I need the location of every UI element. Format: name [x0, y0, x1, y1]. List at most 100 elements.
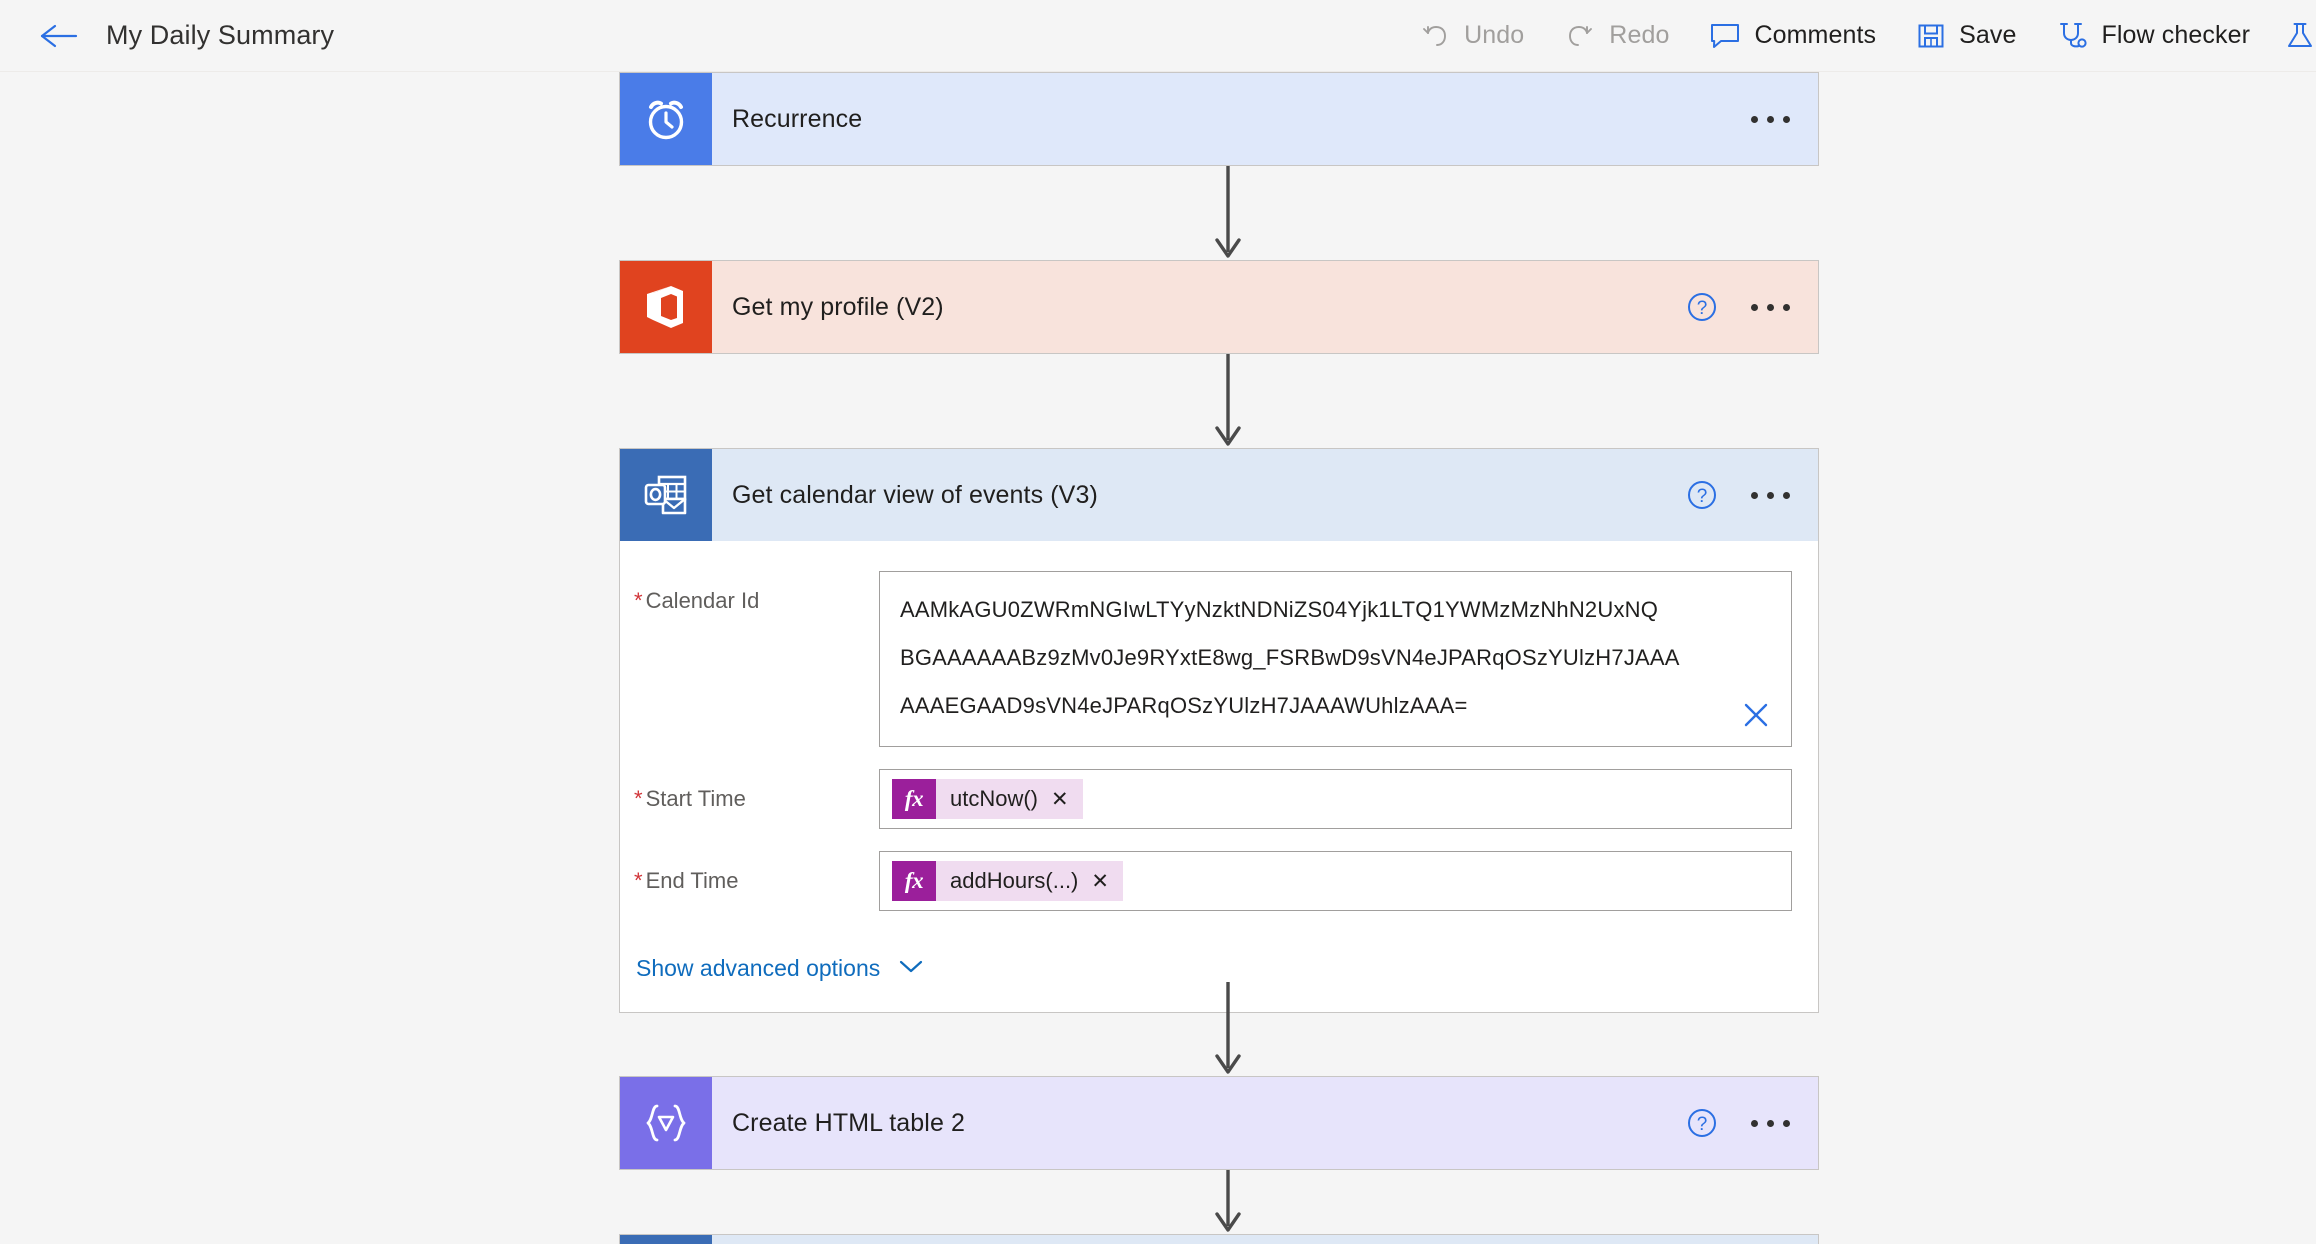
menu-dot — [1782, 115, 1790, 123]
connector-icon — [620, 1235, 712, 1244]
step-header-body: Recurrence — [712, 73, 1818, 165]
field-end-time: * End Time fx addHours(...) ✕ — [620, 851, 1818, 911]
calendar-id-line: AAAEGAAD9sVN4eJPARqOSzYUlzH7JAAAWUhlzAAA… — [900, 693, 1468, 718]
svg-text:?: ? — [1697, 486, 1708, 507]
arrow-left-icon — [38, 21, 78, 51]
step-menu-button[interactable] — [1744, 473, 1796, 517]
step-menu-button[interactable] — [1744, 1101, 1796, 1145]
required-star-icon: * — [634, 786, 643, 811]
expression-text: utcNow() — [950, 786, 1039, 811]
field-label: Start Time — [645, 786, 746, 811]
menu-dot — [1782, 303, 1790, 311]
step-title: Get calendar view of events (V3) — [732, 480, 1098, 509]
calendar-id-line: BGAAAAAABz9zMv0Je9RYxtE8wg_FSRBwD9sVN4eJ… — [900, 645, 1680, 670]
step-title: Recurrence — [732, 104, 863, 133]
connector-arrow — [1212, 166, 1244, 262]
expression-chip[interactable]: fx addHours(...) ✕ — [892, 861, 1123, 901]
flask-icon — [2284, 20, 2316, 52]
test-button[interactable] — [2270, 0, 2316, 71]
show-advanced-options-button[interactable]: Show advanced options — [620, 933, 924, 982]
flow-checker-button[interactable]: Flow checker — [2037, 0, 2270, 71]
step-header[interactable]: Recurrence — [620, 73, 1818, 165]
expression-chip[interactable]: fx utcNow() ✕ — [892, 779, 1083, 819]
calendar-id-input[interactable]: AAMkAGU0ZWRmNGIwLTYyNzktNDNiZS04Yjk1LTQ1… — [879, 571, 1792, 747]
remove-token-icon[interactable]: ✕ — [1051, 787, 1069, 811]
save-button[interactable]: Save — [1896, 0, 2036, 71]
redo-button[interactable]: Redo — [1544, 0, 1689, 71]
comments-button[interactable]: Comments — [1689, 0, 1896, 71]
step-header[interactable]: Get calendar view of events (V3) ? — [620, 449, 1818, 541]
chip-text-wrapper: utcNow() ✕ — [936, 779, 1083, 819]
data-operation-icon — [620, 1077, 712, 1169]
save-floppy-icon — [1916, 21, 1946, 51]
undo-label: Undo — [1464, 21, 1525, 49]
help-icon[interactable]: ? — [1682, 287, 1722, 327]
svg-text:?: ? — [1697, 298, 1708, 319]
undo-button[interactable]: Undo — [1399, 0, 1544, 71]
comments-label: Comments — [1754, 21, 1877, 49]
menu-dot — [1766, 303, 1774, 311]
connector-arrow — [1212, 982, 1244, 1078]
step-header-body: Create HTML table 2 ? — [712, 1077, 1818, 1169]
calendar-id-line: AAMkAGU0ZWRmNGIwLTYyNzktNDNiZS04Yjk1LTQ1… — [900, 597, 1659, 622]
required-star-icon: * — [634, 588, 643, 613]
office365-icon — [620, 261, 712, 353]
step-menu-button[interactable] — [1744, 97, 1796, 141]
step-header[interactable]: Get my profile (V2) ? — [620, 261, 1818, 353]
expression-text: addHours(...) — [950, 868, 1079, 893]
menu-dot — [1750, 303, 1758, 311]
flow-step-get-calendar-view-of-events[interactable]: Get calendar view of events (V3) ? — [619, 448, 1819, 1013]
help-icon[interactable]: ? — [1682, 1103, 1722, 1143]
clear-icon[interactable] — [1739, 698, 1773, 732]
flow-step-recurrence[interactable]: Recurrence — [619, 72, 1819, 166]
menu-dot — [1750, 115, 1758, 123]
field-start-time: * Start Time fx utcNow() ✕ — [620, 769, 1818, 829]
end-time-input[interactable]: fx addHours(...) ✕ — [879, 851, 1792, 911]
step-body: * Calendar Id AAMkAGU0ZWRmNGIwLTYyNzktND… — [620, 541, 1818, 1012]
step-menu-button[interactable] — [1744, 285, 1796, 329]
flow-step-get-my-profile[interactable]: Get my profile (V2) ? — [619, 260, 1819, 354]
step-title: Create HTML table 2 — [732, 1108, 966, 1137]
redo-label: Redo — [1609, 21, 1670, 49]
show-advanced-options-label: Show advanced options — [636, 955, 881, 981]
fx-icon: fx — [892, 779, 936, 819]
flow-step-create-html-table-2[interactable]: Create HTML table 2 ? — [619, 1076, 1819, 1170]
comment-icon — [1709, 22, 1741, 50]
menu-dot — [1750, 491, 1758, 499]
remove-token-icon[interactable]: ✕ — [1091, 869, 1109, 893]
required-star-icon: * — [634, 868, 643, 893]
step-header-body: Get my profile (V2) ? — [712, 261, 1818, 353]
back-button[interactable] — [36, 14, 80, 58]
menu-dot — [1766, 115, 1774, 123]
outlook-calendar-icon — [620, 449, 712, 541]
menu-dot — [1782, 491, 1790, 499]
menu-dot — [1750, 1119, 1758, 1127]
command-bar-actions: Undo Redo Comments — [1399, 0, 2316, 71]
start-time-input[interactable]: fx utcNow() ✕ — [879, 769, 1792, 829]
help-icon[interactable]: ? — [1682, 475, 1722, 515]
flow-step-next-partial[interactable] — [619, 1234, 1819, 1244]
command-bar: My Daily Summary Undo Redo — [0, 0, 2316, 72]
undo-icon — [1419, 20, 1451, 52]
field-label-wrapper: * End Time — [634, 851, 879, 894]
stethoscope-icon — [2057, 20, 2089, 52]
field-calendar-id: * Calendar Id AAMkAGU0ZWRmNGIwLTYyNzktND… — [620, 571, 1818, 747]
step-title: Get my profile (V2) — [732, 292, 944, 321]
fx-icon: fx — [892, 861, 936, 901]
step-header-body: Get calendar view of events (V3) ? — [712, 449, 1818, 541]
chip-text-wrapper: addHours(...) ✕ — [936, 861, 1123, 901]
alarm-clock-icon — [620, 73, 712, 165]
connector-arrow — [1212, 1170, 1244, 1244]
chevron-down-icon — [898, 958, 924, 979]
step-header-body — [712, 1235, 1818, 1244]
page-title: My Daily Summary — [106, 20, 335, 50]
field-label-wrapper: * Start Time — [634, 769, 879, 812]
menu-dot — [1782, 1119, 1790, 1127]
step-header[interactable]: Create HTML table 2 ? — [620, 1077, 1818, 1169]
field-label: Calendar Id — [645, 588, 760, 613]
save-label: Save — [1959, 21, 2017, 49]
svg-text:?: ? — [1697, 1114, 1708, 1135]
step-header[interactable] — [620, 1235, 1818, 1244]
flow-canvas: Recurrence — [0, 72, 2316, 1244]
flow-checker-label: Flow checker — [2101, 21, 2250, 49]
